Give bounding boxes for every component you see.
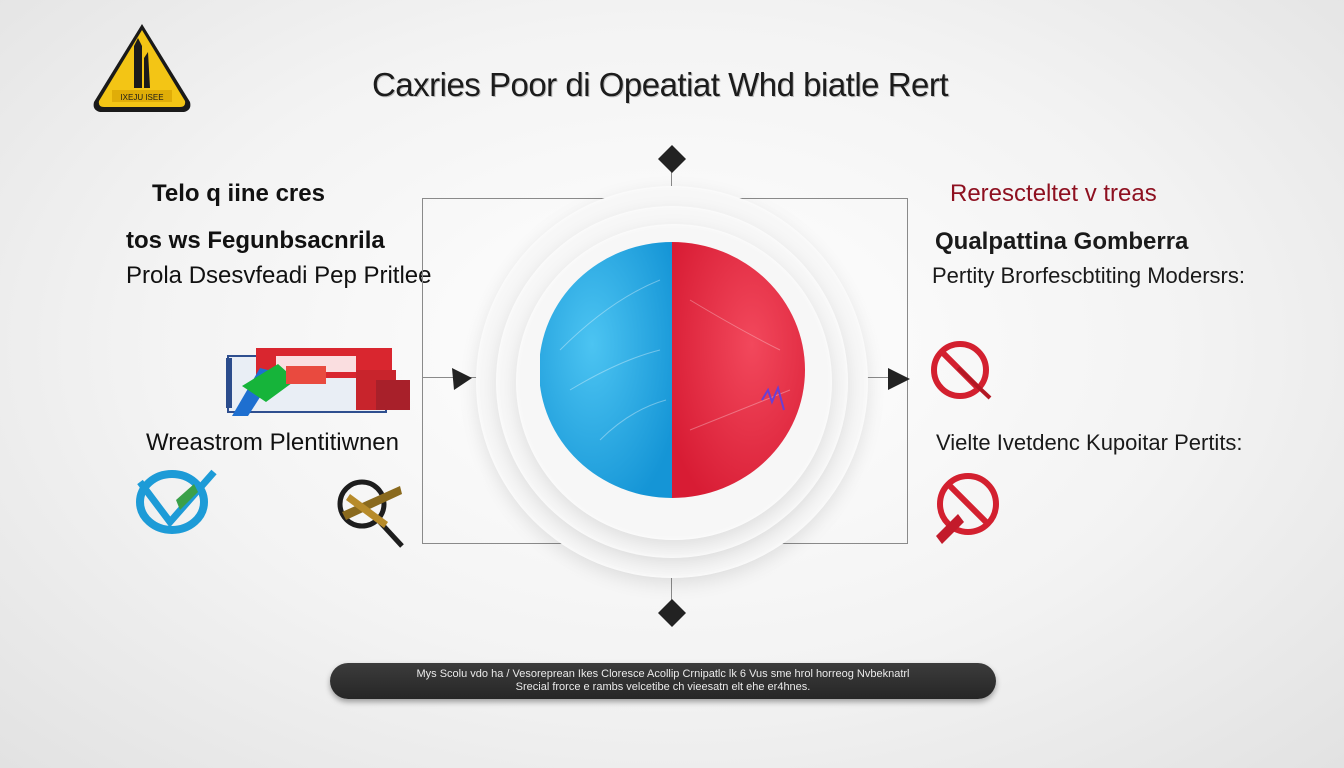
left-line-2: Prola Dsesvfeadi Pep Pritlee	[126, 262, 432, 289]
footer-line-2: Srecial frorce e rambs velcetibe ch viee…	[515, 681, 811, 693]
right-line-2: Pertity Brorfescbtiting Modersrs:	[932, 263, 1245, 288]
right-line-1: Qualpattina Gomberra	[935, 228, 1189, 255]
left-line-1: tos ws Fegunbsacnrila	[126, 227, 385, 254]
blue-half	[540, 242, 672, 498]
chart-icon	[226, 348, 410, 416]
prohibited-icon-2	[936, 473, 999, 544]
left-caption: Wreastrom Plentitiwnen	[146, 429, 399, 456]
prohibited-icon	[931, 341, 992, 400]
footer-banner: Mys Scolu vdo ha / Vesoreprean Ikes Clor…	[330, 663, 996, 699]
page-title: Caxries Poor di Opeatiat Whd biatle Rert	[371, 66, 949, 103]
warning-sign-icon: IXEJU ISEE	[93, 24, 191, 112]
right-heading: Rerescteltet v treas	[950, 180, 1157, 207]
magnifier-icon	[337, 479, 404, 548]
footer-line-1: Mys Scolu vdo ha / Vesoreprean Ikes Clor…	[416, 668, 910, 680]
right-caption: Vielte Ivetdenc Kupoitar Pertits:	[936, 430, 1243, 455]
red-half	[672, 242, 805, 498]
check-mark-icon	[136, 469, 217, 534]
left-arrow-icon	[452, 368, 472, 390]
top-diamond-icon	[658, 145, 686, 173]
left-heading: Telo q iine cres	[152, 180, 325, 207]
right-arrow-icon	[888, 368, 910, 390]
split-disc	[540, 242, 805, 498]
warning-sign-label: IXEJU ISEE	[120, 93, 163, 102]
bottom-diamond-icon	[658, 599, 686, 627]
